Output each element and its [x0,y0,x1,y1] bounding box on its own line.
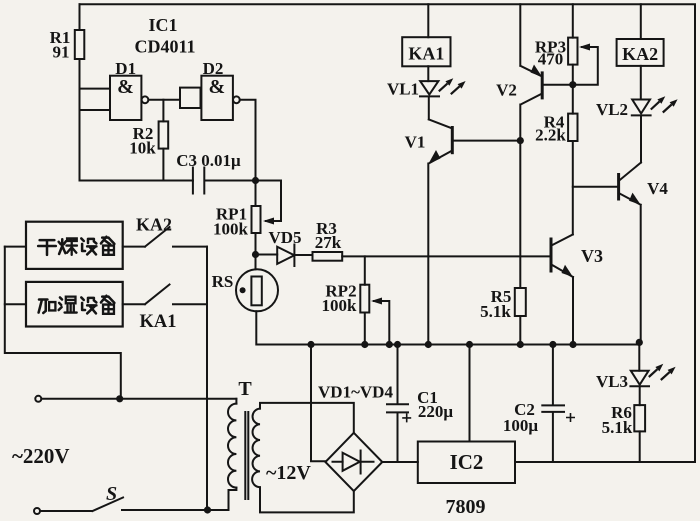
svg-text:5.1k: 5.1k [480,302,511,321]
svg-text:IC1: IC1 [148,15,177,35]
svg-text:RP2: RP2 [325,282,356,301]
svg-text:V4: V4 [647,179,668,198]
svg-text:C1: C1 [417,388,438,407]
svg-text:~12V: ~12V [266,462,311,484]
svg-text:470: 470 [538,50,564,69]
svg-text:C3 0.01μ: C3 0.01μ [176,151,241,170]
svg-text:S: S [106,483,117,505]
svg-text:KA2: KA2 [622,44,658,64]
svg-text:VL1: VL1 [387,80,419,99]
svg-text:7809: 7809 [446,496,486,518]
svg-text:KA1: KA1 [408,44,444,64]
svg-text:RP3: RP3 [535,38,566,57]
svg-text:5.1k: 5.1k [602,418,633,437]
svg-text:KA2: KA2 [136,215,172,235]
svg-text:27k: 27k [315,233,342,252]
svg-text:V2: V2 [496,81,517,100]
svg-text:R5: R5 [491,287,512,306]
svg-text:C2: C2 [514,400,535,419]
svg-text:T: T [238,378,252,400]
svg-text:D1: D1 [115,59,136,78]
svg-text:R4: R4 [544,113,565,132]
svg-text:100k: 100k [213,220,249,239]
svg-text:&: & [117,76,134,98]
svg-text:10k: 10k [129,139,156,158]
svg-text:VD5: VD5 [268,228,301,247]
svg-text:100μ: 100μ [503,416,539,435]
svg-text:R3: R3 [316,219,337,238]
svg-text:~220V: ~220V [12,444,70,468]
svg-text:R6: R6 [611,403,632,422]
svg-text:D2: D2 [203,59,224,78]
svg-text:&: & [208,76,225,98]
svg-text:IC2: IC2 [450,450,484,474]
svg-text:VL3: VL3 [596,372,628,391]
svg-text:RP1: RP1 [216,205,247,224]
svg-text:91: 91 [53,43,70,62]
svg-text:VL2: VL2 [596,100,628,119]
svg-text:100k: 100k [322,296,358,315]
svg-text:CD4011: CD4011 [134,37,195,57]
svg-text:RS: RS [212,272,234,291]
svg-text:KA1: KA1 [140,312,177,332]
svg-text:R2: R2 [133,124,154,143]
svg-text:2.2k: 2.2k [535,126,566,145]
svg-text:VD1~VD4: VD1~VD4 [318,383,393,402]
svg-text:V1: V1 [405,133,426,152]
svg-text:220μ: 220μ [418,402,454,421]
svg-text:R1: R1 [50,28,71,47]
svg-text:V3: V3 [581,246,603,266]
